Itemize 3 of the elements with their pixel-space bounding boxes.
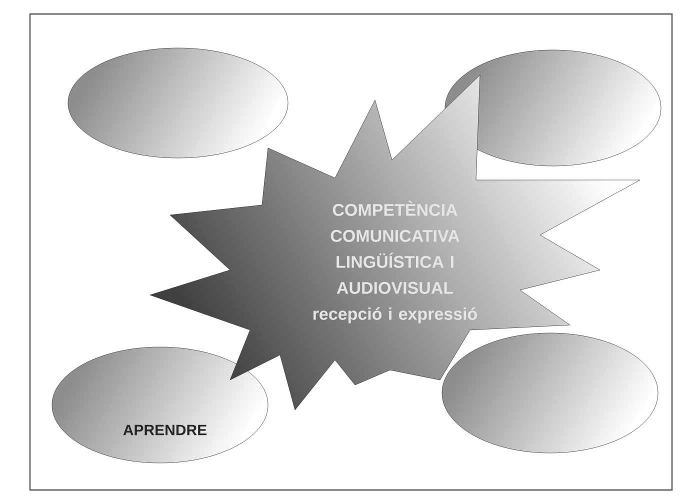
ellipse (444, 50, 662, 166)
ellipse (442, 332, 658, 454)
ellipse (68, 48, 288, 158)
